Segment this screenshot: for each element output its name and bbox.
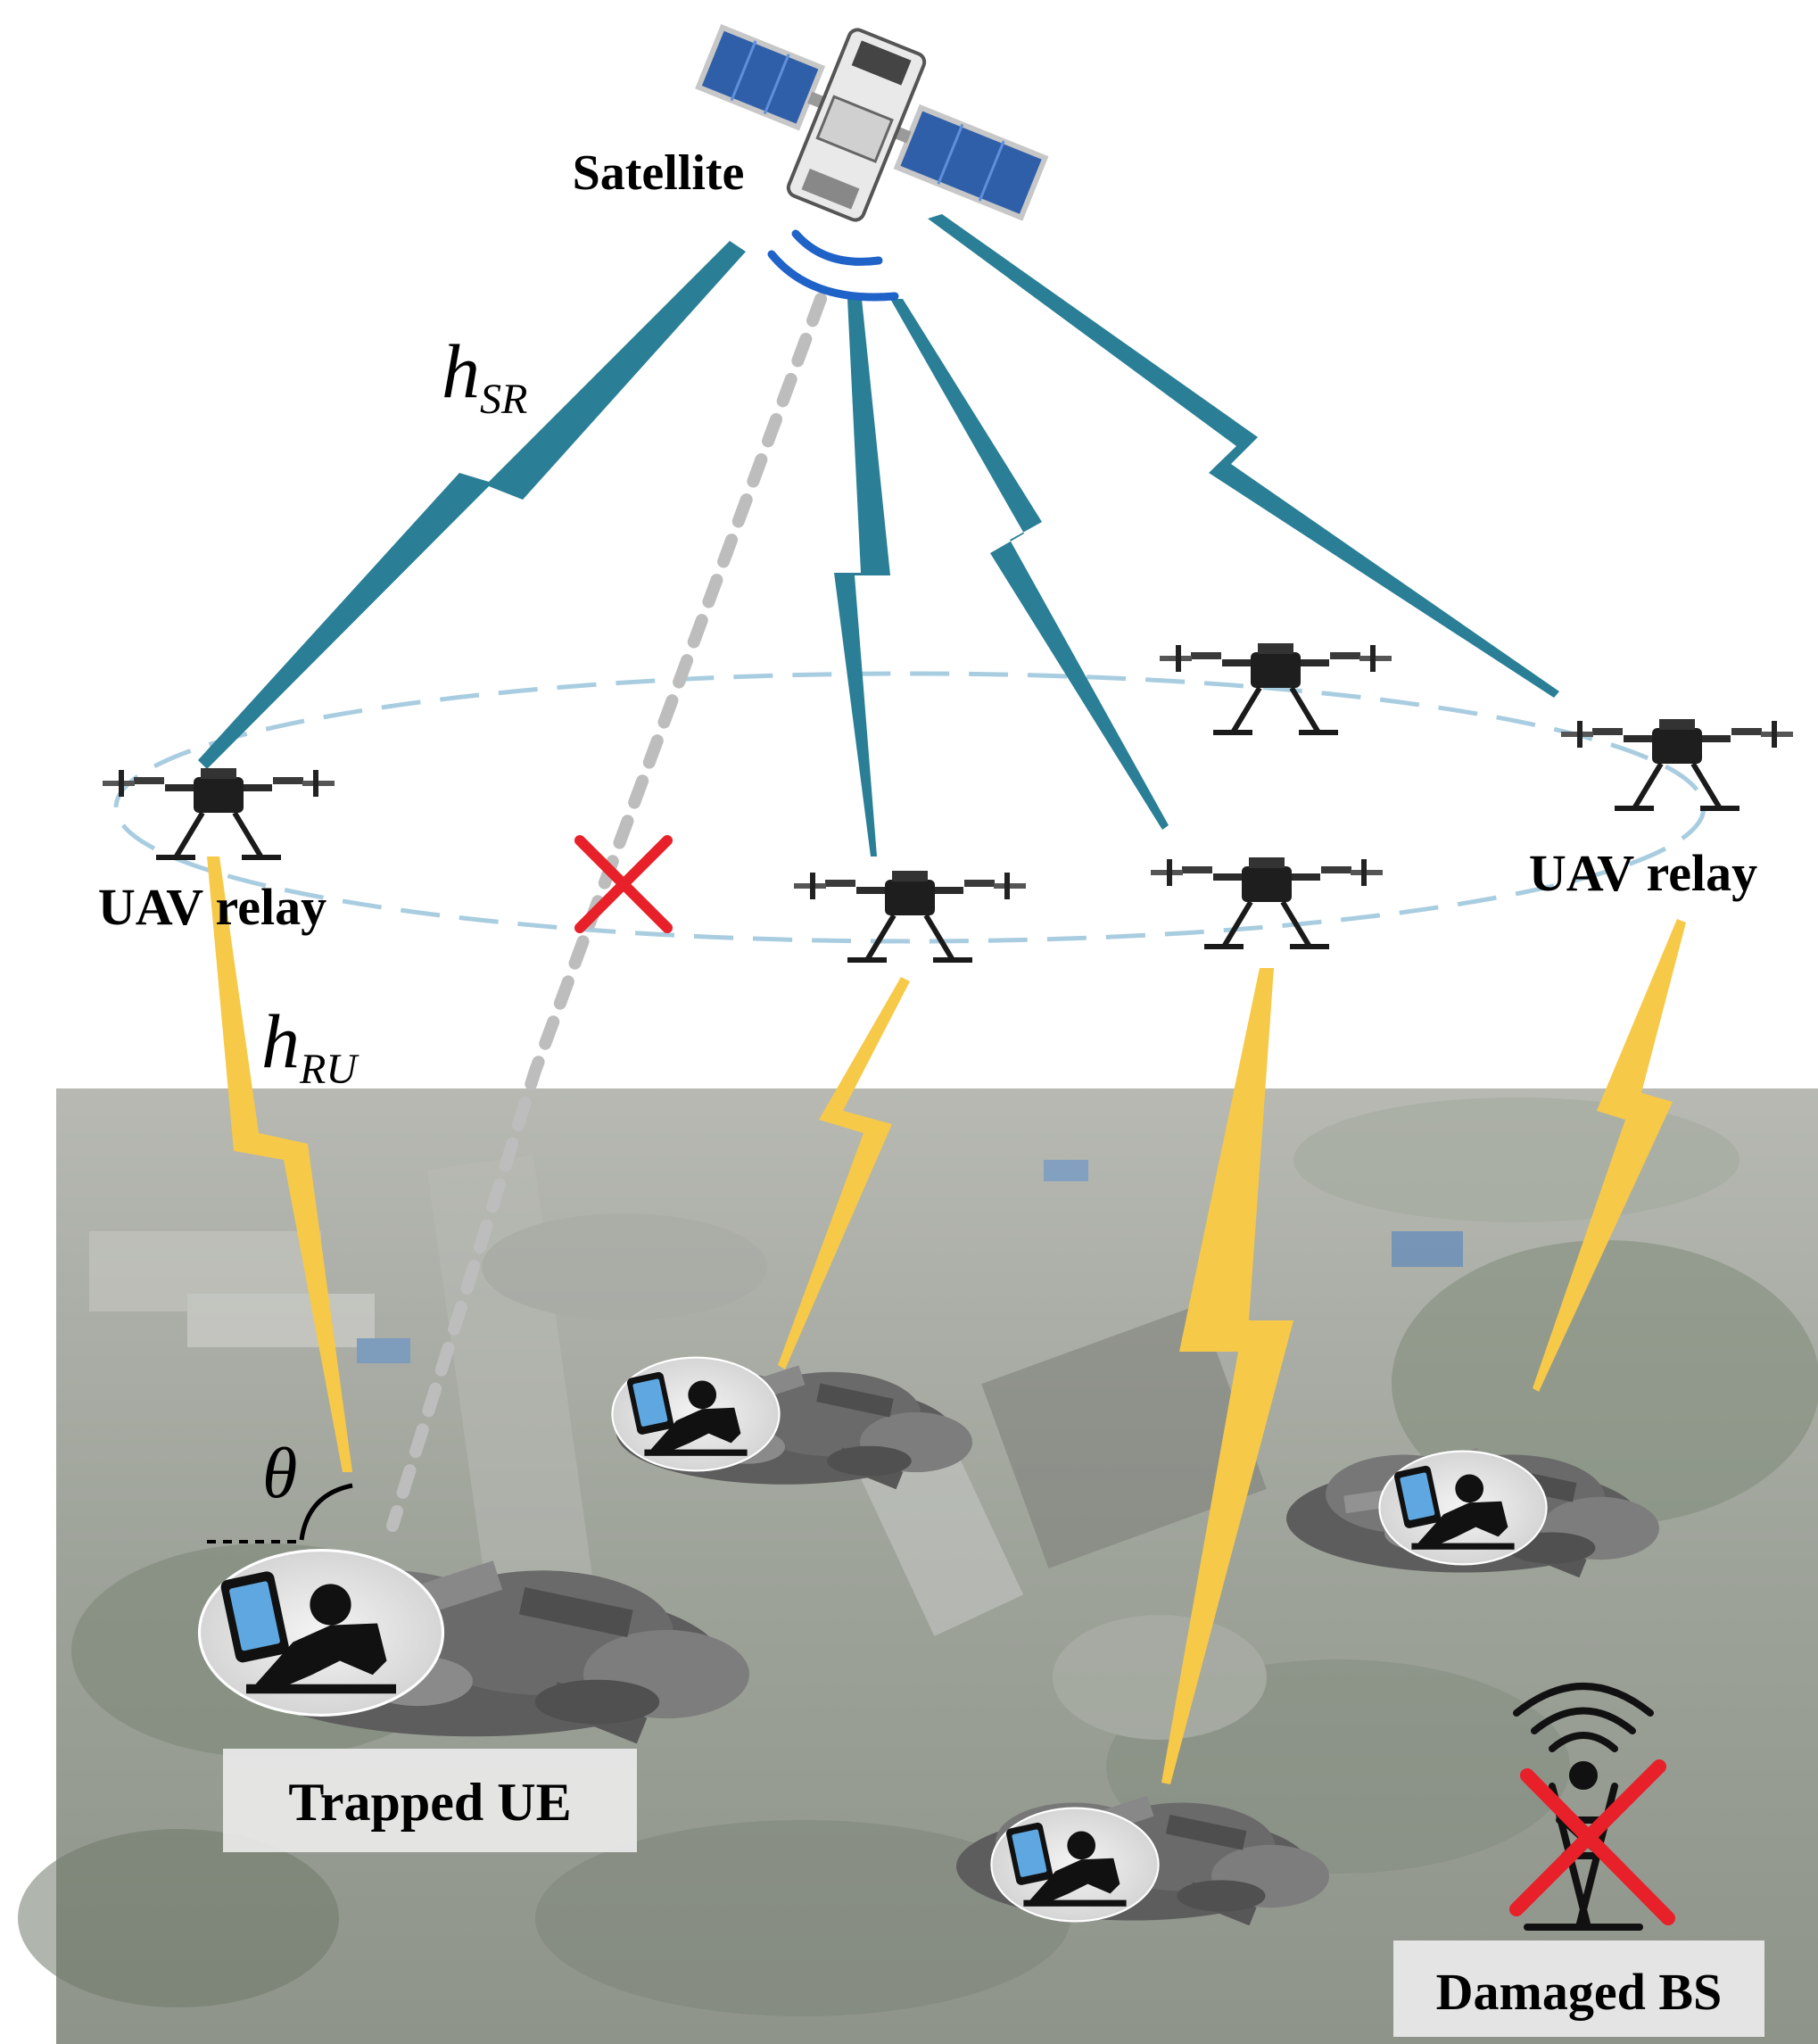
satellite-label: Satellite xyxy=(573,145,745,201)
satellite-link-4 xyxy=(928,214,1559,698)
h-sr-symbol: hSR xyxy=(442,328,527,423)
uav-relay-label-left: UAV relay xyxy=(98,878,326,936)
trapped-ue-label-box xyxy=(223,1749,637,1852)
satellite-links-h-sr xyxy=(198,214,1559,856)
h-sr-base: h xyxy=(442,328,480,414)
trapped-person-icon xyxy=(611,1356,781,1472)
ground-link-4 xyxy=(1533,919,1686,1392)
h-ru-base: h xyxy=(261,998,300,1084)
damaged-bs-label: Damaged BS xyxy=(1436,1963,1723,2021)
drone-icon xyxy=(103,768,335,857)
trapped-person-icon xyxy=(1378,1450,1548,1566)
blocked-x-icon xyxy=(574,835,673,933)
trapped-person-icon xyxy=(197,1549,445,1717)
ground-links-h-ru xyxy=(207,856,1686,1784)
satellite-link-3 xyxy=(890,299,1169,830)
h-ru-subscript: RU xyxy=(299,1046,359,1093)
ground-link-3 xyxy=(1161,968,1293,1784)
broken-tower-icon xyxy=(1509,1683,1675,1931)
h-sr-subscript: SR xyxy=(480,376,527,423)
satellite-icon xyxy=(695,23,1049,222)
signal-arcs-icon xyxy=(767,229,899,302)
uav-relay-label-right: UAV relay xyxy=(1529,844,1757,902)
elevation-angle-marker xyxy=(207,1483,353,1543)
ground-link-1 xyxy=(207,856,352,1472)
blocked-direct-link xyxy=(386,293,827,1532)
trapped-person-icon xyxy=(990,1807,1160,1923)
satellite-link-2 xyxy=(834,299,890,856)
h-ru-symbol: hRU xyxy=(261,998,359,1093)
ground-link-2 xyxy=(778,977,910,1370)
damaged-bs-label-box xyxy=(1393,1941,1764,2037)
theta-symbol: θ xyxy=(262,1435,297,1513)
drone-icon xyxy=(1561,719,1793,808)
satellite-link-1 xyxy=(198,241,746,769)
drone-icon xyxy=(1160,643,1392,732)
trapped-ue-label: Trapped UE xyxy=(288,1773,571,1832)
drone-icon xyxy=(794,871,1026,960)
